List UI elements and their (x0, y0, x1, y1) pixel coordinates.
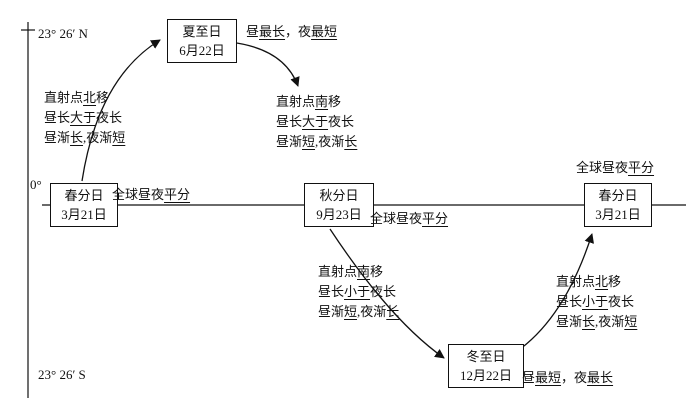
autumn-equinox-box: 秋分日 9月23日 (304, 183, 374, 227)
underlined-text: 南 (357, 264, 371, 279)
arrow-summer-to-autumn-icon (228, 41, 300, 87)
note-line: 昼渐长,夜渐短 (44, 128, 125, 148)
equator-label: 0° (30, 177, 42, 192)
plain-text: 昼 (522, 370, 536, 385)
plain-text: 夜长 (608, 294, 635, 309)
plain-text: 直射点 (318, 264, 358, 279)
note-equinox-mid: 全球昼夜平分 (370, 209, 448, 229)
plain-text: ,夜渐 (357, 304, 387, 319)
underlined-text: 大于 (70, 110, 97, 125)
note-line: 昼长小于夜长 (556, 292, 637, 312)
note-line: 直射点北移 (556, 272, 637, 292)
box-date: 12月22日 (459, 368, 512, 383)
underlined-text: 平分 (422, 211, 449, 226)
note-line: 昼渐短,夜渐长 (276, 132, 357, 152)
plain-text: 全球昼夜 (112, 187, 165, 202)
note-descend-south-lower: 直射点南移 昼长小于夜长 昼渐短,夜渐长 (318, 262, 399, 322)
underlined-text: 最短 (535, 370, 562, 385)
underlined-text: 短 (112, 130, 126, 145)
note-winter-day-shortest: 昼最短，夜最长 (522, 368, 613, 388)
plain-text: 夜长 (370, 284, 397, 299)
plain-text: 直射点 (556, 274, 596, 289)
note-line: 昼长大于夜长 (44, 108, 125, 128)
plain-text: 昼渐 (44, 130, 71, 145)
note-line: 昼长小于夜长 (318, 282, 399, 302)
box-date: 3月21日 (595, 207, 641, 222)
underlined-text: 平分 (164, 187, 191, 202)
underlined-text: 最短 (311, 24, 338, 39)
summer-solstice-box: 夏至日 6月22日 (167, 19, 237, 63)
note-summer-day-longest: 昼最长，夜最短 (246, 22, 337, 42)
underlined-text: 短 (624, 314, 638, 329)
plain-text: ,夜渐 (315, 134, 345, 149)
underlined-text: 长 (386, 304, 400, 319)
plain-text: 直射点 (44, 90, 84, 105)
plain-text: 全球昼夜 (576, 160, 629, 175)
underlined-text: 北 (83, 90, 97, 105)
plain-text: 全球昼夜 (370, 211, 423, 226)
plain-text: ,夜渐 (83, 130, 113, 145)
north-tropic-label: 23° 26′ N (38, 26, 88, 41)
spring-equinox-right-box: 春分日 3月21日 (584, 183, 652, 227)
underlined-text: 北 (595, 274, 609, 289)
box-date: 9月23日 (316, 207, 362, 222)
plain-text: 移 (608, 274, 622, 289)
note-line: 昼长大于夜长 (276, 112, 357, 132)
note-ascend-north-lower: 直射点北移 昼长小于夜长 昼渐长,夜渐短 (556, 272, 637, 332)
south-tropic-label: 23° 26′ S (38, 367, 86, 382)
underlined-text: 长 (582, 314, 596, 329)
plain-text: 直射点 (276, 94, 316, 109)
note-line: 昼渐长,夜渐短 (556, 312, 637, 332)
plain-text: ,夜渐 (595, 314, 625, 329)
underlined-text: 大于 (302, 114, 329, 129)
plain-text: 夜长 (96, 110, 123, 125)
note-line: 直射点南移 (276, 92, 357, 112)
underlined-text: 最长 (259, 24, 286, 39)
arrow-winter-to-spring-icon (515, 233, 594, 353)
note-line: 直射点北移 (44, 88, 125, 108)
plain-text: 昼渐 (318, 304, 345, 319)
note-equinox-right: 全球昼夜平分 (576, 158, 654, 178)
spring-equinox-left-box: 春分日 3月21日 (50, 183, 118, 227)
underlined-text: 长 (344, 134, 358, 149)
note-line: 昼渐短,夜渐长 (318, 302, 399, 322)
underlined-text: 短 (344, 304, 358, 319)
box-date: 3月21日 (61, 207, 107, 222)
plain-text: 昼长 (556, 294, 583, 309)
plain-text: 夜长 (328, 114, 355, 129)
plain-text: 昼渐 (556, 314, 583, 329)
underlined-text: 南 (315, 94, 329, 109)
box-title: 春分日 (598, 188, 638, 203)
box-title: 秋分日 (319, 188, 359, 203)
underlined-text: 短 (302, 134, 316, 149)
note-line: 直射点南移 (318, 262, 399, 282)
plain-text: 昼渐 (276, 134, 303, 149)
box-title: 夏至日 (182, 24, 222, 39)
plain-text: 昼长 (318, 284, 345, 299)
underlined-text: 小于 (582, 294, 609, 309)
box-title: 冬至日 (466, 349, 506, 364)
underlined-text: 最长 (587, 370, 614, 385)
plain-text: 移 (96, 90, 110, 105)
underlined-text: 长 (70, 130, 84, 145)
note-descend-south-upper: 直射点南移 昼长大于夜长 昼渐短,夜渐长 (276, 92, 357, 152)
box-date: 6月22日 (179, 43, 225, 58)
plain-text: 昼 (246, 24, 260, 39)
plain-text: ，夜 (561, 370, 588, 385)
winter-solstice-box: 冬至日 12月22日 (448, 344, 524, 388)
arrow-autumn-to-winter-icon (329, 228, 445, 359)
plain-text: ，夜 (285, 24, 312, 39)
plain-text: 昼长 (44, 110, 71, 125)
note-equinox-left: 全球昼夜平分 (112, 185, 190, 205)
note-ascend-north-upper: 直射点北移 昼长大于夜长 昼渐长,夜渐短 (44, 88, 125, 148)
box-title: 春分日 (64, 188, 104, 203)
plain-text: 移 (328, 94, 342, 109)
underlined-text: 平分 (628, 160, 655, 175)
arrow-spring-to-summer-icon (81, 39, 161, 182)
plain-text: 昼长 (276, 114, 303, 129)
plain-text: 移 (370, 264, 384, 279)
underlined-text: 小于 (344, 284, 371, 299)
